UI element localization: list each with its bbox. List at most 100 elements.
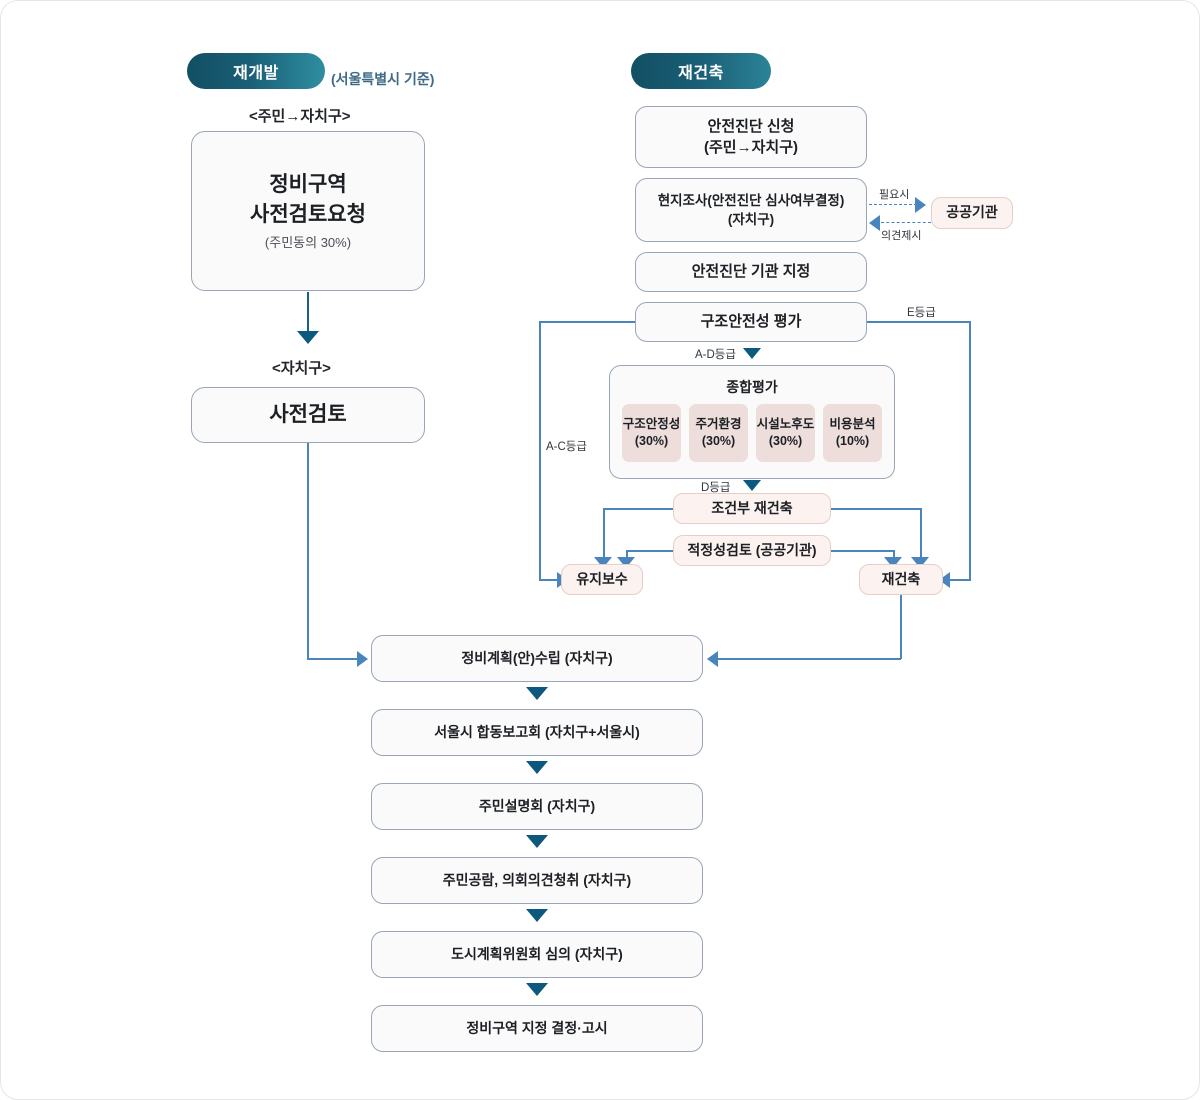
arrowhead-from-agency	[869, 215, 880, 231]
criteria-weight: (30%)	[768, 434, 803, 448]
box-safety-inspection-application: 안전진단 신청 (주민→자치구)	[635, 106, 867, 168]
box-district-prereview-request: 정비구역 사전검토요청 (주민동의 30%)	[191, 131, 425, 291]
box-label: 주민공람, 의회의견청취 (자치구)	[442, 871, 632, 888]
box-common-step-1: 정비계획(안)수립 (자치구)	[371, 635, 703, 682]
arrowhead-review-to-plan	[357, 651, 368, 667]
connector-e-to-rebuild	[945, 579, 971, 581]
connector-adequacy-right-down	[893, 550, 895, 560]
connector-e-down	[969, 321, 971, 579]
edge-label-grade-e: E등급	[907, 307, 936, 319]
box-label: 조건부 재건축	[711, 499, 793, 516]
box-line1: 안전진단 신청	[707, 117, 795, 135]
arrowhead-step2-to-step3	[526, 761, 548, 774]
box-public-agency: 공공기관	[931, 197, 1013, 229]
connector-e-right	[867, 321, 971, 323]
basis-note: (서울특별시 기준)	[331, 71, 435, 87]
connector-request-to-review	[307, 292, 309, 334]
box-adequacy-review: 적정성검토 (공공기관)	[673, 535, 831, 566]
criteria-name: 주거환경	[695, 417, 742, 432]
box-label: 재건축	[881, 570, 921, 587]
connector-rebuild-down	[900, 595, 902, 659]
criteria-name: 구조안정성	[622, 417, 681, 432]
box-comprehensive-evaluation: 종합평가 구조안정성 (30%) 주거환경 (30%) 시설노후도 (30%) …	[609, 365, 895, 479]
evaluation-cell: 구조안정성 (30%)	[622, 404, 681, 462]
connector-ac-left	[539, 321, 635, 323]
box-label: 적정성검토 (공공기관)	[687, 541, 817, 558]
arrowhead-rebuild-to-plan	[707, 651, 718, 667]
arrowhead-step1-to-step2	[526, 687, 548, 700]
box-structural-safety-evaluation: 구조안전성 평가	[635, 302, 867, 342]
box-field-survey: 현지조사(안전진단 심사여부결정) (자치구)	[635, 178, 867, 242]
edge-label-grade-ad: A-D등급	[695, 349, 736, 361]
evaluation-cell: 주거환경 (30%)	[689, 404, 748, 462]
connector-adequacy-left-down	[626, 550, 628, 560]
connector-conditional-left-down	[603, 508, 605, 560]
box-line2: 사전검토요청	[250, 202, 366, 226]
box-designate-inspection-agency: 안전진단 기관 지정	[635, 252, 867, 292]
edge-label-opinion: 의견제시	[881, 230, 922, 242]
pill-redevelopment: 재개발	[187, 53, 325, 89]
arrowhead-step3-to-step4	[526, 835, 548, 848]
caption-district: <자치구>	[272, 360, 331, 377]
criteria-weight: (30%)	[634, 434, 669, 448]
evaluation-criteria-row: 구조안정성 (30%) 주거환경 (30%) 시설노후도 (30%) 비용분석 …	[622, 404, 882, 462]
edge-label-if-needed: 필요시	[879, 189, 910, 201]
box-label: 구조안전성 평가	[700, 313, 802, 331]
arrowhead-step4-to-step5	[526, 909, 548, 922]
box-label: 안전진단 기관 지정	[691, 263, 811, 281]
connector-adequacy-right	[831, 550, 894, 552]
box-common-step-5: 도시계획위원회 심의 (자치구)	[371, 931, 703, 978]
edge-label-grade-ac: A-C등급	[546, 441, 587, 453]
caption-resident-to-district: <주민→자치구>	[249, 108, 351, 125]
connector-review-down	[307, 443, 309, 659]
box-line1: 현지조사(안전진단 심사여부결정)	[657, 192, 845, 208]
box-line2: (주민→자치구)	[704, 139, 798, 156]
box-label: 정비구역 지정 결정·고시	[466, 1019, 608, 1036]
connector-ac-to-maintain	[539, 579, 561, 581]
evaluation-cell: 시설노후도 (30%)	[756, 404, 815, 462]
box-line1: 정비구역	[269, 172, 347, 196]
arrowhead-d-to-conditional	[743, 480, 761, 491]
connector-rebuild-left	[717, 658, 901, 660]
criteria-weight: (10%)	[835, 434, 870, 448]
arrowhead-ad-to-evaluation	[743, 348, 761, 359]
arrowhead-step5-to-step6	[526, 983, 548, 996]
box-label: 유지보수	[576, 570, 628, 587]
connector-conditional-right-down	[920, 508, 922, 560]
box-label: 공공기관	[946, 204, 998, 221]
box-common-step-3: 주민설명회 (자치구)	[371, 783, 703, 830]
arrowhead-e-to-rebuild	[939, 572, 950, 588]
evaluation-title: 종합평가	[726, 379, 778, 395]
dashed-connector-to-agency	[869, 204, 917, 205]
connector-conditional-right	[831, 508, 921, 510]
box-label: 도시계획위원회 심의 (자치구)	[451, 945, 623, 962]
evaluation-cell: 비용분석 (10%)	[823, 404, 882, 462]
box-maintenance-repair: 유지보수	[561, 564, 643, 595]
criteria-name: 시설노후도	[756, 417, 815, 432]
box-line2: (자치구)	[727, 212, 775, 227]
box-common-step-4: 주민공람, 의회의견청취 (자치구)	[371, 857, 703, 904]
box-reconstruction-result: 재건축	[859, 564, 943, 595]
box-prereview: 사전검토	[191, 387, 425, 443]
box-conditional-reconstruction: 조건부 재건축	[673, 493, 831, 524]
box-common-step-6: 정비구역 지정 결정·고시	[371, 1005, 703, 1052]
box-label: 주민설명회 (자치구)	[478, 797, 596, 814]
arrowhead-conditional-to-rebuild	[911, 557, 929, 568]
arrowhead-to-agency	[915, 197, 926, 213]
arrowhead-conditional-to-maintain	[594, 557, 612, 568]
pill-reconstruction: 재건축	[631, 53, 771, 89]
arrowhead-adequacy-to-maintain	[617, 557, 635, 568]
box-sub: (주민동의 30%)	[264, 234, 352, 250]
criteria-name: 비용분석	[829, 417, 876, 432]
box-label: 서울시 합동보고회 (자치구+서울시)	[434, 723, 640, 740]
criteria-weight: (30%)	[701, 434, 736, 448]
box-label: 정비계획(안)수립 (자치구)	[461, 649, 613, 666]
box-common-step-2: 서울시 합동보고회 (자치구+서울시)	[371, 709, 703, 756]
arrowhead-adequacy-to-rebuild	[884, 557, 902, 568]
connector-conditional-left	[603, 508, 673, 510]
connector-review-right	[307, 658, 361, 660]
connector-ac-down	[539, 321, 541, 579]
connector-adequacy-left	[626, 550, 673, 552]
edge-label-grade-d: D등급	[701, 482, 731, 494]
